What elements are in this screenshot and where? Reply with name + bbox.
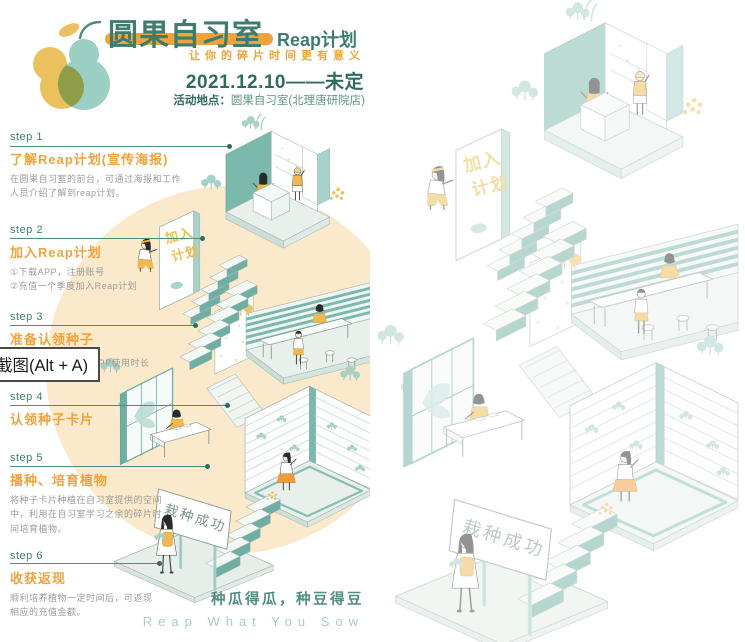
step-4-title: 认领种子卡片 [10,412,95,427]
leader-line-3 [10,323,198,328]
step-1-desc: 在圆果自习室的前台，可通过海报和工作人员介绍了解到reap计划。 [10,174,182,199]
step-5-label: step 5 [10,452,43,464]
isometric-scene-preview [370,0,742,642]
poster-subtitle: 让你的碎片时间更有意义 [189,50,365,62]
title-underline-bar [105,33,273,45]
event-location: 活动地点：圆果自习室(北理唐研院店) [173,92,365,108]
location-label: 活动地点： [173,95,231,107]
leader-line-2 [10,236,205,241]
location-value: 圆果自习室(北理唐研院店) [230,95,365,107]
step-6-desc: 顺利培养植物一定时间后，可返现相应的充值金额。 [10,593,153,618]
poster-panel: 圆果自习室 Reap计划 让你的碎片时间更有意义 2021.12.10——未定 … [0,0,370,642]
step-6-label: step 6 [10,550,43,562]
step-2: step 2 加入Reap计划 ①下载APP，注册账号 ②充值一个季度加入Rea… [10,224,188,294]
leader-line-1 [10,144,232,149]
tagline-en: Reap What You Sow [142,614,364,629]
leader-line-5 [10,464,210,469]
step-2-label: step 2 [10,224,43,236]
step-5-desc: 将种子卡片种植在自习室提供的空间中，利用在自习室学习之余的碎片时间培育植物。 [10,495,163,534]
step-4: step 4 认领种子卡片 [10,391,188,428]
scene-preview-panel [370,0,745,642]
step-5: step 5 播种、培育植物 将种子卡片种植在自习室提供的空间中，利用在自习室学… [10,452,188,536]
leader-line-4 [10,403,230,408]
step-6: step 6 收获返现 顺利培养植物一定时间后，可返现相应的充值金额。 [10,550,188,620]
poster-title: 圆果自习室 [108,19,263,52]
step-3-label: step 3 [10,311,43,323]
screenshot-hotkey-tooltip: 截图(Alt + A) [0,347,101,382]
step-3: step 3 准备认领种子 [10,311,188,348]
step-3-title: 准备认领种子 [10,332,95,347]
step-6-title: 收获返现 [10,571,67,586]
step-1: step 1 了解Reap计划(宣传海报) 在圆果自习室的前台，可通过海报和工作… [10,131,188,201]
step-2-title: 加入Reap计划 [10,245,102,260]
step-1-title: 了解Reap计划(宣传海报) [10,152,169,167]
event-date: 2021.12.10——未定 [185,72,364,93]
poster-title-suffix: Reap计划 [277,30,358,50]
tagline-zh: 种瓜得瓜，种豆得豆 [211,592,364,608]
step-5-title: 播种、培育植物 [10,473,109,488]
leader-line-6 [10,561,162,566]
tagline: 种瓜得瓜，种豆得豆 Reap What You Sow [143,588,364,629]
step-2-desc: ①下载APP，注册账号 ②充值一个季度加入Reap计划 [10,267,138,292]
step-1-label: step 1 [10,131,43,143]
step-4-label: step 4 [10,391,43,403]
pear-logo [33,20,110,110]
logo-leaf [58,23,80,37]
step-3-desc-fragment-1: APP使用时长 [92,358,150,368]
